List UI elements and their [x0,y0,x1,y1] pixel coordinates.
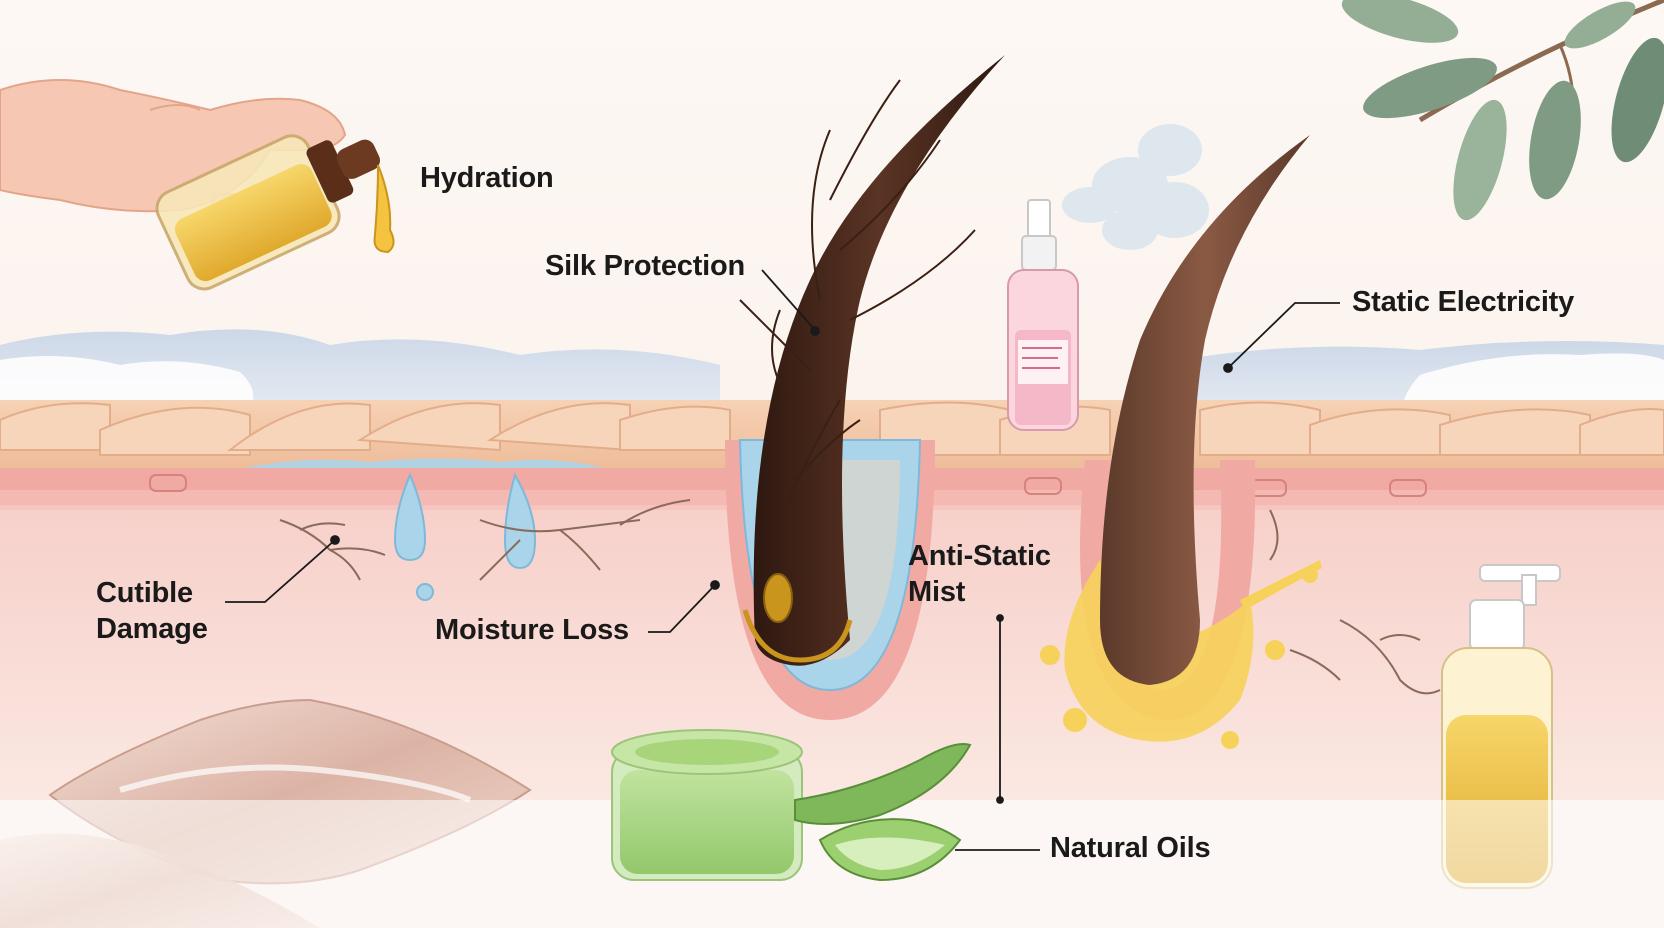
aloe-leaf-icon [794,743,972,882]
hair-strand-dark [739,55,1005,666]
label-natural-oils: Natural Oils [1050,832,1211,864]
moisture-drips [393,472,537,601]
mist-cloud-icon [1062,124,1209,250]
label-hydration: Hydration [420,162,554,194]
background-hills [0,329,1664,425]
label-moisture-loss: Moisture Loss [435,614,629,646]
cuticle-cracks [279,499,1441,695]
spray-bottle-icon [1007,199,1079,431]
label-static-electricity: Static Electricity [1352,286,1575,318]
aloe-jar-icon [611,729,803,881]
hair-strand-healthy [1100,135,1310,685]
label-cuticle-damage: Cutible Damage [96,577,208,645]
oil-dropper-bottle-icon [155,134,395,291]
label-silk-protection: Silk Protection [545,250,746,282]
leader-lines [225,269,1340,851]
label-anti-static-mist: Anti-Static Mist [908,540,1051,608]
eucalyptus-branch-icon [1341,0,1664,221]
